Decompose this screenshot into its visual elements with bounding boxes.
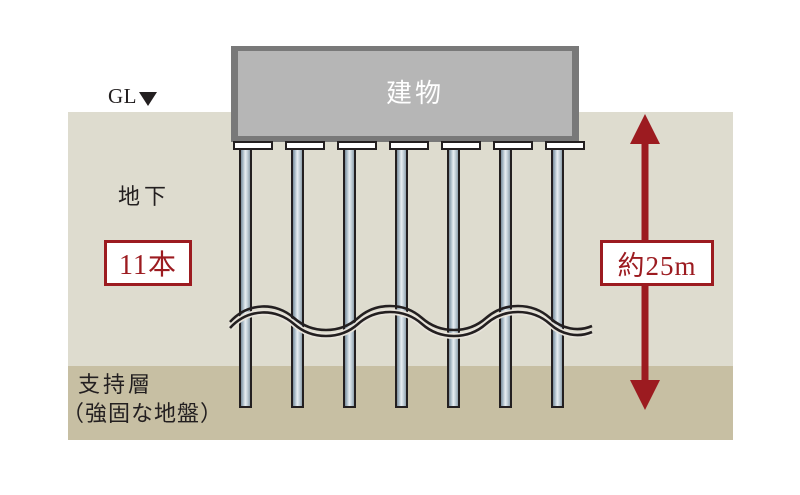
depth-badge: 約25m <box>600 240 714 286</box>
pile-cap <box>389 141 429 150</box>
arrowhead-up-icon <box>630 114 660 144</box>
depth-text: 約25m <box>617 250 697 281</box>
building-label: 建物 <box>385 79 444 108</box>
pile-shaft <box>239 150 252 408</box>
support-layer-label: 支持層 <box>78 372 154 397</box>
pile-cap <box>545 141 585 150</box>
ground-level-label: GL <box>108 84 157 109</box>
pile-cap <box>285 141 325 150</box>
ground-level-text: GL <box>108 84 137 108</box>
triangle-down-icon <box>139 91 157 106</box>
underground-label: 地下 <box>118 184 171 209</box>
pile-shaft <box>499 150 512 408</box>
strata-wave-line <box>227 304 594 339</box>
building-inner: 建物 <box>238 51 572 136</box>
pile-shaft <box>291 150 304 408</box>
pile-cap <box>337 141 377 150</box>
pile-cap <box>233 141 273 150</box>
arrowhead-down-icon <box>630 380 660 410</box>
support-layer-sublabel: （強固な地盤） <box>62 401 224 426</box>
pile-shaft <box>551 150 564 408</box>
pile-shaft <box>395 150 408 408</box>
pile-cap <box>441 141 481 150</box>
pile-shaft <box>343 150 356 408</box>
pile-shaft <box>447 150 460 408</box>
pile-cap <box>493 141 533 150</box>
pile-count-text: 11本 <box>119 250 177 281</box>
pile-count-badge: 11本 <box>104 240 192 286</box>
building-block: 建物 <box>231 46 579 142</box>
